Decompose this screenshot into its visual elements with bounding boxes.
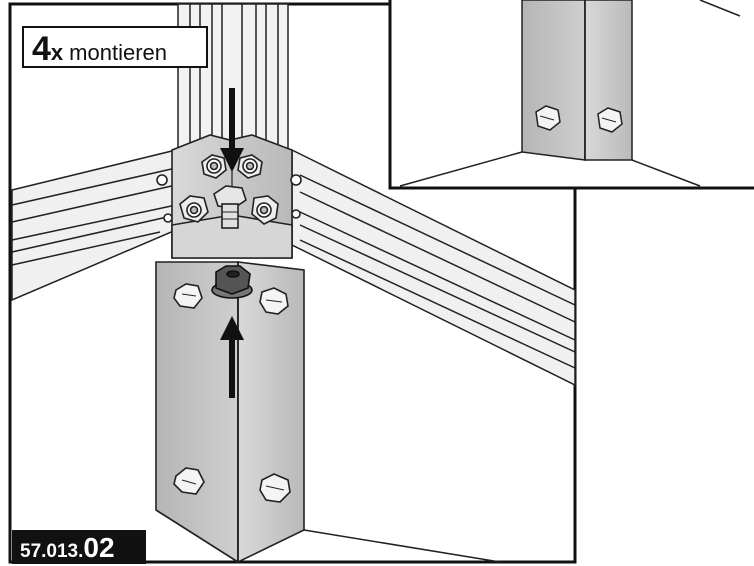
hex-bolt-icon: [173, 467, 205, 495]
part-code-prefix: 57.013.: [20, 541, 84, 562]
up-arrow-icon: [220, 316, 244, 398]
hex-bolt-icon: [597, 107, 623, 133]
hex-nut-icon: [237, 154, 263, 179]
floor-line: [303, 529, 501, 563]
hex-bolt-icon: [259, 287, 289, 315]
flange-nut-icon: [211, 265, 253, 299]
down-arrow-icon: [220, 88, 244, 172]
left-horizontal-rail: [11, 149, 177, 302]
hex-bolt-icon: [535, 105, 561, 131]
instruction-label: 4 x montieren: [22, 26, 208, 68]
hex-bolt-icon: [259, 473, 291, 503]
hex-nut-icon: [179, 195, 209, 223]
quantity-multiplier: x: [50, 40, 64, 65]
part-code-suffix: 02: [83, 532, 115, 563]
hex-nut-icon: [251, 195, 279, 225]
instruction-verb: montieren: [69, 40, 168, 65]
part-code-badge: 57.013. 02: [12, 530, 146, 564]
hex-nut-icon: [201, 154, 227, 179]
quantity-number: 4: [32, 30, 51, 68]
detail-inset: [388, 0, 754, 190]
hex-bolt-icon: [213, 185, 247, 229]
right-horizontal-rail: [291, 148, 576, 387]
hex-bolt-icon: [173, 283, 203, 309]
